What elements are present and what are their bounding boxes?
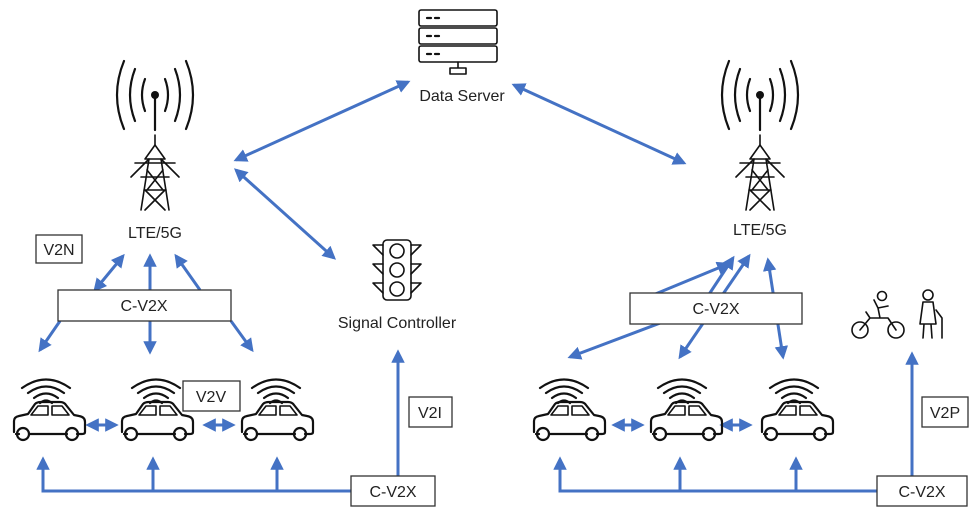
wireless-signal-icon [538,378,590,405]
data-server-label: Data Server [419,88,505,105]
v2p-box: V2P [921,396,969,428]
car-icon [649,400,724,442]
cell-tower-icon [115,59,195,212]
cv2x-box-right-bottom: C-V2X [876,475,968,507]
v2n-box: V2N [35,234,83,264]
v2v-label: V2V [196,389,227,406]
pedestrian-elderly-icon [919,289,943,339]
signal-controller-label: Signal Controller [338,315,457,332]
traffic-light-icon [372,239,422,301]
car-icon [760,400,835,442]
wireless-signal-icon [656,378,708,405]
v2i-label: V2I [418,405,442,422]
car-icon [532,400,607,442]
cv2x-label: C-V2X [692,301,739,318]
server-icon [418,9,498,75]
wireless-signal-icon [250,378,302,405]
cv2x-label: C-V2X [369,484,416,501]
car-icon [12,400,87,442]
motorcycle-rider-icon [851,290,905,339]
cv2x-box-left-bottom: C-V2X [350,475,436,507]
communication-links [36,80,919,493]
v2p-label: V2P [930,405,960,422]
cv2x-label: C-V2X [898,484,945,501]
v2v-box: V2V [182,380,241,412]
wireless-signal-icon [130,378,182,405]
right-tower-label: LTE/5G [733,222,787,239]
wireless-signal-icon [20,378,72,405]
cv2x-box-left-top: C-V2X [57,289,232,322]
v2i-box: V2I [408,396,453,428]
cv2x-label: C-V2X [120,298,167,315]
cv2x-box-right-top: C-V2X [629,292,803,325]
wireless-signal-icon [768,378,820,405]
car-icon [240,400,315,442]
v2n-label: V2N [43,242,74,259]
left-tower-label: LTE/5G [128,225,182,242]
cell-tower-icon [720,59,800,212]
